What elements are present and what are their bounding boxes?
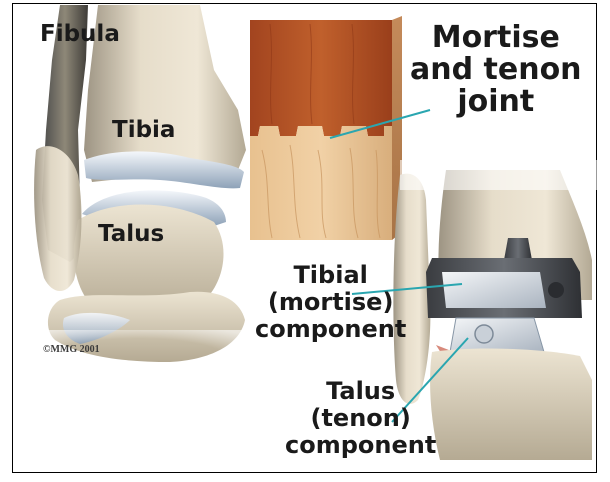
implant-stem	[504, 238, 532, 260]
copyright-notice: ©MMG 2001	[43, 344, 100, 355]
label-talus-component: Talus (tenon) component	[285, 378, 436, 459]
label-line: (tenon)	[285, 405, 436, 432]
label-line: component	[285, 432, 436, 459]
label-line: Tibial	[255, 262, 406, 289]
label-line: joint	[410, 86, 582, 118]
label-tibia: Tibia	[112, 118, 175, 143]
wood-block	[250, 16, 402, 240]
wood-tenon-piece	[250, 126, 392, 240]
label-line: and tenon	[410, 54, 582, 86]
label-tibial-component: Tibial (mortise) component	[255, 262, 406, 343]
label-line: Talus	[285, 378, 436, 405]
label-line: (mortise)	[255, 289, 406, 316]
talar-screw	[475, 325, 493, 343]
label-talus: Talus	[98, 222, 164, 247]
label-fibula: Fibula	[40, 22, 120, 47]
talus-right	[430, 349, 592, 460]
talar-component	[450, 318, 544, 352]
label-line: Mortise	[410, 22, 582, 54]
natural-ankle	[14, 5, 264, 390]
implant-screw-hole	[548, 282, 564, 298]
label-line: component	[255, 316, 406, 343]
label-mortise-tenon-joint: Mortise and tenon joint	[410, 22, 582, 118]
tibial-component-face	[442, 272, 546, 308]
lateral-malleolus	[34, 146, 81, 291]
